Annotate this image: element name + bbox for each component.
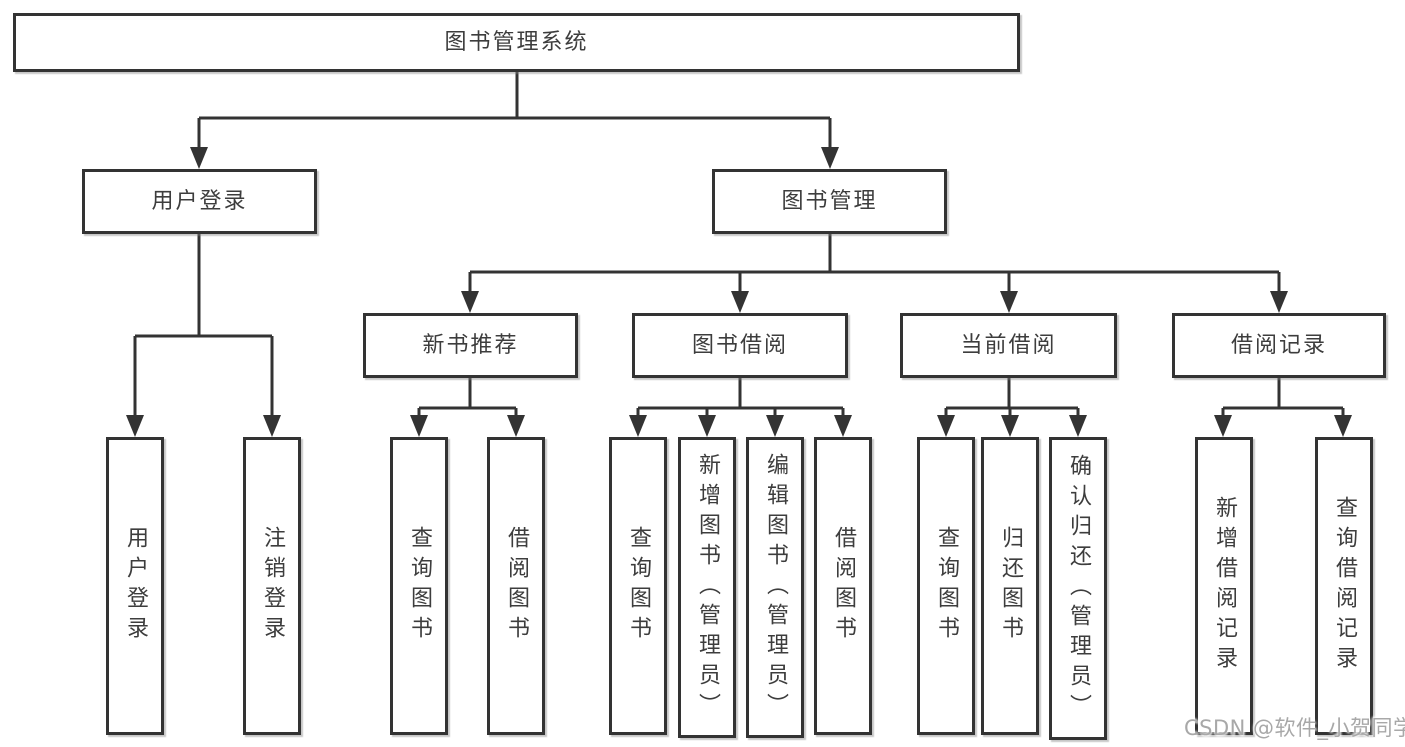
arrow-icon xyxy=(629,415,647,437)
node-book-management: 图书管理 xyxy=(712,169,947,234)
arrow-icon xyxy=(1001,415,1019,437)
leaf-edit-books-admin: 编辑图书（管理员） xyxy=(746,437,804,738)
csdn-watermark: CSDN @软件_小贺同学 xyxy=(1184,716,1405,740)
arrow-icon xyxy=(263,415,281,437)
leaf-query-books-current: 查询图书 xyxy=(917,437,975,735)
leaf-borrow-books-borrowing: 借阅图书 xyxy=(814,437,872,735)
leaf-query-borrow-record: 查询借阅记录 xyxy=(1315,437,1373,735)
connector-current-borrowing xyxy=(937,378,1087,437)
leaf-add-borrow-record: 新增借阅记录 xyxy=(1195,437,1253,735)
leaf-add-books-admin: 新增图书（管理员） xyxy=(678,437,736,738)
node-user-login-branch: 用户登录 xyxy=(82,169,317,234)
arrow-icon xyxy=(126,415,144,437)
arrow-icon xyxy=(821,147,839,169)
arrow-icon xyxy=(1214,415,1232,437)
arrow-icon xyxy=(937,415,955,437)
arrow-icon xyxy=(1270,291,1288,313)
leaf-confirm-return-admin: 确认归还（管理员） xyxy=(1049,437,1107,740)
arrow-icon xyxy=(410,415,428,437)
leaf-user-login: 用户登录 xyxy=(106,437,164,735)
leaf-logout: 注销登录 xyxy=(243,437,301,735)
arrow-icon xyxy=(766,415,784,437)
connector-user-login xyxy=(126,234,281,437)
arrow-icon xyxy=(834,415,852,437)
leaf-borrow-books-recommend: 借阅图书 xyxy=(487,437,545,735)
arrow-icon xyxy=(731,291,749,313)
arrow-icon xyxy=(461,291,479,313)
arrow-icon xyxy=(1334,415,1352,437)
arrow-icon xyxy=(698,415,716,437)
leaf-return-books: 归还图书 xyxy=(981,437,1039,735)
arrow-icon xyxy=(1000,291,1018,313)
leaf-query-books-borrowing: 查询图书 xyxy=(609,437,667,735)
connector-book-borrowing xyxy=(629,378,852,437)
arrow-icon xyxy=(190,147,208,169)
node-new-book-recommend: 新书推荐 xyxy=(363,313,578,378)
connector-book-management xyxy=(461,234,1288,313)
node-borrowing-records: 借阅记录 xyxy=(1172,313,1386,378)
arrow-icon xyxy=(1069,415,1087,437)
node-current-borrowing: 当前借阅 xyxy=(900,313,1117,378)
connector-root xyxy=(190,72,839,169)
connector-new-book-recommend xyxy=(410,378,525,437)
leaf-query-books-recommend: 查询图书 xyxy=(390,437,448,735)
node-library-system: 图书管理系统 xyxy=(13,13,1020,72)
connector-borrowing-records xyxy=(1214,378,1352,437)
node-book-borrowing: 图书借阅 xyxy=(632,313,848,378)
arrow-icon xyxy=(507,415,525,437)
